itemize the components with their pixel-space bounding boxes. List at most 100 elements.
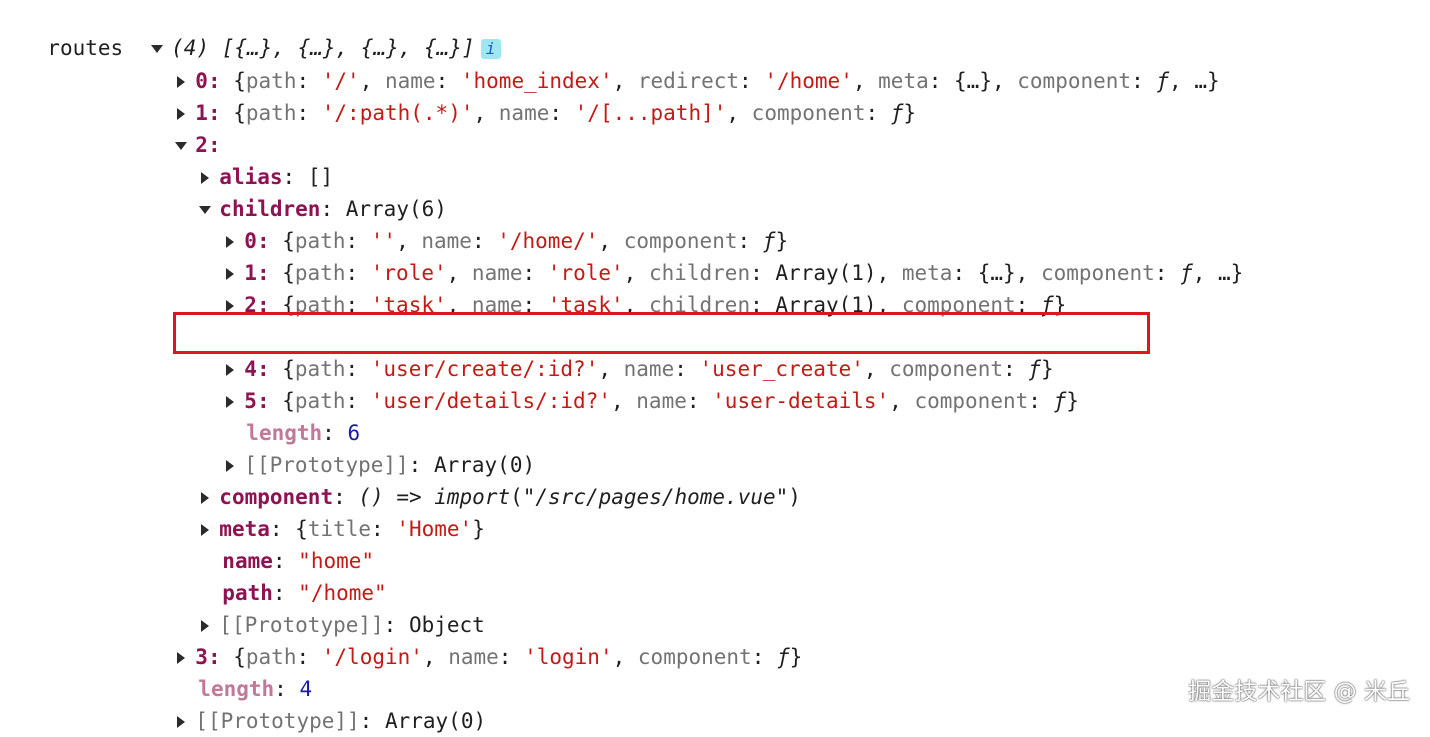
prop-value: 6	[347, 421, 361, 445]
prop-key: [[Prototype]]	[244, 453, 409, 477]
expand-triangle-icon[interactable]	[226, 300, 235, 312]
prop-key: path	[245, 69, 297, 93]
index: 0:	[195, 69, 221, 93]
expand-triangle-icon[interactable]	[226, 460, 235, 472]
prop-key: meta	[878, 69, 929, 93]
prop-key: meta	[901, 261, 953, 285]
prop-key: path	[245, 101, 297, 125]
prop-key: redirect	[637, 69, 740, 93]
expand-triangle-icon[interactable]	[201, 620, 210, 632]
ellipsis: …}	[1194, 69, 1220, 93]
prop-value: 'Home'	[396, 517, 473, 541]
child-1[interactable]: 1: {path: 'role', name: 'role', children…	[201, 225, 1243, 285]
prop-key: children	[219, 197, 321, 221]
highlight-box	[173, 312, 1150, 354]
prop-key: component	[219, 485, 334, 509]
prop-value: Array(6)	[345, 197, 447, 221]
prop-value: ƒ	[777, 645, 790, 669]
expand-triangle-icon[interactable]	[226, 396, 235, 408]
prop-value: 'user-details'	[712, 389, 890, 413]
child-4[interactable]: 4: {path: 'user/create/:id?', name: 'use…	[201, 321, 1054, 381]
route-2-prototype[interactable]: [[Prototype]]: Object	[176, 577, 485, 637]
prop-key: title	[307, 517, 372, 541]
prop-value: ƒ	[1180, 261, 1193, 285]
prop-key: name	[636, 389, 687, 413]
watermark: 掘金技术社区 @ 米丘	[1188, 679, 1410, 705]
child-5[interactable]: 5: {path: 'user/details/:id?', name: 'us…	[201, 353, 1079, 413]
prop-value: 4	[299, 677, 313, 701]
expand-triangle-icon[interactable]	[201, 492, 210, 504]
prop-key: path	[245, 645, 297, 669]
routes-prototype[interactable]: [[Prototype]]: Array(0)	[152, 673, 486, 733]
child-2[interactable]: 2: {path: 'task', name: 'task', children…	[201, 257, 1066, 317]
route-2[interactable]: 2:	[150, 97, 221, 157]
prop-value: {…}	[954, 69, 992, 93]
prop-value: ƒ	[890, 101, 904, 125]
path-line: path: "/home"	[222, 581, 387, 605]
route-0[interactable]: 0: {path: '/', name: 'home_index', redir…	[152, 33, 1220, 93]
alias-line[interactable]: alias: []	[176, 129, 333, 189]
expand-triangle-icon[interactable]	[226, 236, 235, 248]
prop-key: meta	[219, 517, 270, 541]
prop-key: path	[294, 357, 346, 381]
prop-key: path	[294, 261, 346, 285]
index: 1:	[195, 101, 221, 125]
prop-key: [[Prototype]]	[195, 709, 360, 733]
name-line: name: "home"	[222, 549, 375, 573]
prop-key: name	[421, 229, 472, 253]
prop-key: component	[914, 389, 1029, 413]
index: 4:	[244, 357, 270, 381]
prop-key: component	[637, 645, 752, 669]
prop-value: ''	[370, 229, 397, 253]
collapse-triangle-icon[interactable]	[175, 142, 188, 150]
expand-triangle-icon[interactable]	[201, 524, 210, 536]
prop-key: name	[471, 261, 523, 285]
prop-value: ƒ	[1053, 389, 1067, 413]
prop-key: path	[222, 581, 273, 605]
expand-triangle-icon[interactable]	[226, 364, 235, 376]
expand-triangle-icon[interactable]	[177, 108, 186, 120]
routes-label: routes	[47, 36, 124, 60]
route-1[interactable]: 1: {path: '/:path(.*)', name: '/[...path…	[152, 65, 916, 125]
prop-value: '/'	[321, 69, 360, 93]
component-line[interactable]: component: () => import("/src/pages/home…	[176, 449, 801, 509]
routes-toggle[interactable]	[151, 45, 164, 53]
prop-value: 'user/details/:id?'	[370, 389, 611, 413]
prop-value: ƒ	[762, 229, 776, 253]
expand-triangle-icon[interactable]	[226, 268, 235, 280]
collapse-triangle-icon[interactable]	[199, 206, 212, 214]
children-line[interactable]: children: Array(6)	[174, 161, 447, 221]
expand-triangle-icon[interactable]	[177, 76, 186, 88]
children-prototype[interactable]: [[Prototype]]: Array(0)	[201, 417, 535, 477]
prop-value: "home"	[298, 549, 375, 573]
child-0[interactable]: 0: {path: '', name: '/home/', component:…	[201, 193, 788, 253]
meta-line[interactable]: meta: {title: 'Home'}	[176, 481, 485, 541]
ellipsis: …}	[1218, 261, 1244, 285]
expand-triangle-icon[interactable]	[201, 172, 210, 184]
prop-key: name	[623, 357, 675, 381]
prop-key: length	[246, 421, 323, 445]
prop-value: "/home"	[298, 581, 387, 605]
expand-triangle-icon[interactable]	[177, 716, 186, 728]
route-3[interactable]: 3: {path: '/login', name: 'login', compo…	[152, 609, 802, 669]
prop-value: Array(0)	[384, 709, 487, 733]
prop-value: '/login'	[321, 645, 423, 669]
prop-value: Array(0)	[433, 453, 536, 477]
prop-key: length	[198, 677, 275, 701]
info-icon[interactable]: i	[480, 39, 501, 59]
children-length: length: 6	[246, 421, 361, 445]
prop-value: 'user_create'	[699, 357, 864, 381]
prop-key: component	[751, 101, 866, 125]
expand-triangle-icon[interactable]	[177, 652, 186, 664]
prop-key: [[Prototype]]	[219, 613, 384, 637]
prop-value: 'home_index'	[460, 69, 613, 93]
prop-key: component	[623, 229, 738, 253]
prop-value: ƒ	[1028, 357, 1041, 381]
routes-line: routes(4) [{…}, {…}, {…}, {…}]i	[22, 0, 501, 60]
prop-key: name	[222, 549, 273, 573]
routes-length: length: 4	[198, 677, 313, 701]
prop-value: '/[...path]'	[574, 101, 727, 125]
prop-key: children	[648, 261, 751, 285]
prop-value: 'role'	[370, 261, 447, 285]
prop-value: Object	[408, 613, 485, 637]
